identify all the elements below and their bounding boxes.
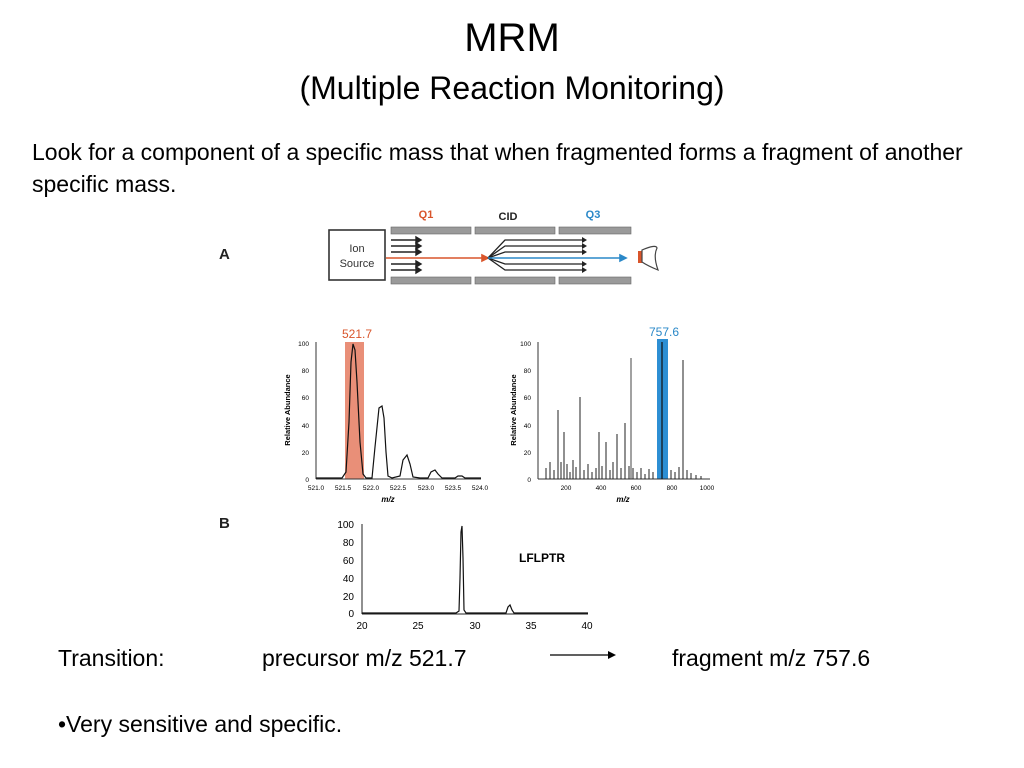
ms2-x-axis-label: m/z — [616, 495, 629, 504]
chrom-xtick-label: 25 — [412, 621, 424, 632]
ms2-xtick-label: 600 — [631, 485, 642, 492]
ms1-ytick-label: 100 — [298, 341, 309, 348]
chrom-xtick-label: 40 — [581, 621, 593, 632]
ms1-y-axis-label: Relative Abundance — [283, 374, 292, 445]
detector-icon — [638, 245, 660, 272]
ms2-xtick-label: 200 — [561, 485, 572, 492]
ms2-xtick-label: 400 — [596, 485, 607, 492]
fragment-text: fragment m/z 757.6 — [672, 645, 871, 671]
ms1-ytick-label: 20 — [302, 450, 310, 457]
fragment-ion-beam — [488, 253, 628, 263]
cid-top-rod — [474, 226, 556, 235]
ms2-fragment-peaks — [545, 360, 702, 479]
transition-label: Transition: — [58, 645, 165, 671]
ion-source-label-1: Ion — [349, 243, 364, 255]
slide-title: MRM — [464, 16, 560, 60]
ms1-ytick-label: 60 — [302, 395, 310, 402]
q1-top-rod — [390, 226, 472, 235]
ms2-ytick-label: 60 — [524, 395, 532, 402]
ion-source-box — [328, 229, 386, 281]
chrom-ytick-label: 20 — [343, 592, 355, 603]
ms2-y-axis-label: Relative Abundance — [509, 374, 518, 445]
slide-subtitle: (Multiple Reaction Monitoring) — [299, 70, 725, 106]
ms1-xtick-label: 524.0 — [472, 485, 489, 492]
q1-label: Q1 — [419, 209, 434, 221]
panel-a-letter: A — [219, 246, 230, 263]
bullet-point: •Very sensitive and specific. — [58, 711, 343, 737]
ms1-xtick-label: 523.0 — [418, 485, 435, 492]
ms1-ytick-label: 40 — [302, 423, 310, 430]
ms1-spectrum: 521.7 Relative Abundance 100 80 60 40 20… — [283, 327, 489, 504]
ms1-xtick-label: 523.5 — [445, 485, 462, 492]
precursor-text: precursor m/z 521.7 — [262, 645, 467, 671]
transition-arrow-icon — [550, 651, 616, 659]
cid-bottom-rod — [474, 276, 556, 285]
ms2-ytick-label: 80 — [524, 368, 532, 375]
q3-top-rod — [558, 226, 632, 235]
chrom-ytick-label: 0 — [348, 609, 354, 620]
ms1-ytick-label: 0 — [305, 477, 309, 484]
ms2-ytick-label: 40 — [524, 423, 532, 430]
ms2-ytick-label: 0 — [527, 477, 531, 484]
ms1-xtick-label: 522.5 — [390, 485, 407, 492]
panel-b-letter: B — [219, 515, 230, 532]
q3-bottom-rod — [558, 276, 632, 285]
chrom-ytick-label: 60 — [343, 556, 355, 567]
chromatogram-trace — [362, 525, 588, 614]
ms2-ytick-label: 20 — [524, 450, 532, 457]
precursor-peak-label: 521.7 — [342, 327, 372, 341]
ms2-spectrum: 757.6 Relative Abundance 100 80 60 40 20… — [509, 325, 715, 504]
fragment-ion-fan — [487, 239, 582, 271]
chrom-ytick-label: 40 — [343, 574, 355, 585]
mrm-chromatogram: 100 80 60 40 20 0 20 25 30 35 40 LFLPTR — [337, 520, 593, 632]
precursor-ion-beam — [386, 253, 490, 263]
precursor-highlight — [345, 342, 364, 479]
q1-bottom-rod — [390, 276, 472, 285]
chrom-ytick-label: 100 — [337, 520, 354, 531]
ms1-xtick-label: 522.0 — [363, 485, 380, 492]
chrom-xtick-label: 20 — [356, 621, 368, 632]
peptide-label: LFLPTR — [519, 551, 565, 565]
ms2-xtick-label: 800 — [667, 485, 678, 492]
ion-beam-arrows — [391, 235, 423, 275]
chrom-xtick-label: 30 — [469, 621, 481, 632]
ms1-xtick-label: 521.5 — [335, 485, 352, 492]
ms2-ytick-label: 100 — [520, 341, 531, 348]
fragment-peak-label: 757.6 — [649, 325, 679, 339]
ms1-spectrum-trace — [316, 343, 481, 479]
slide-description: Look for a component of a specific mass … — [32, 139, 963, 197]
ion-source-label-2: Source — [340, 258, 375, 270]
triple-quad-schematic: Q1 CID Q3 Ion Source — [328, 209, 660, 285]
cid-label: CID — [499, 211, 518, 223]
fragment-arrowheads — [582, 237, 587, 273]
q3-label: Q3 — [586, 209, 601, 221]
ms2-xtick-label: 1000 — [700, 485, 715, 492]
chrom-xtick-label: 35 — [525, 621, 537, 632]
ms1-xtick-label: 521.0 — [308, 485, 325, 492]
ms1-ytick-label: 80 — [302, 368, 310, 375]
chrom-ytick-label: 80 — [343, 538, 355, 549]
ms1-x-axis-label: m/z — [381, 495, 394, 504]
